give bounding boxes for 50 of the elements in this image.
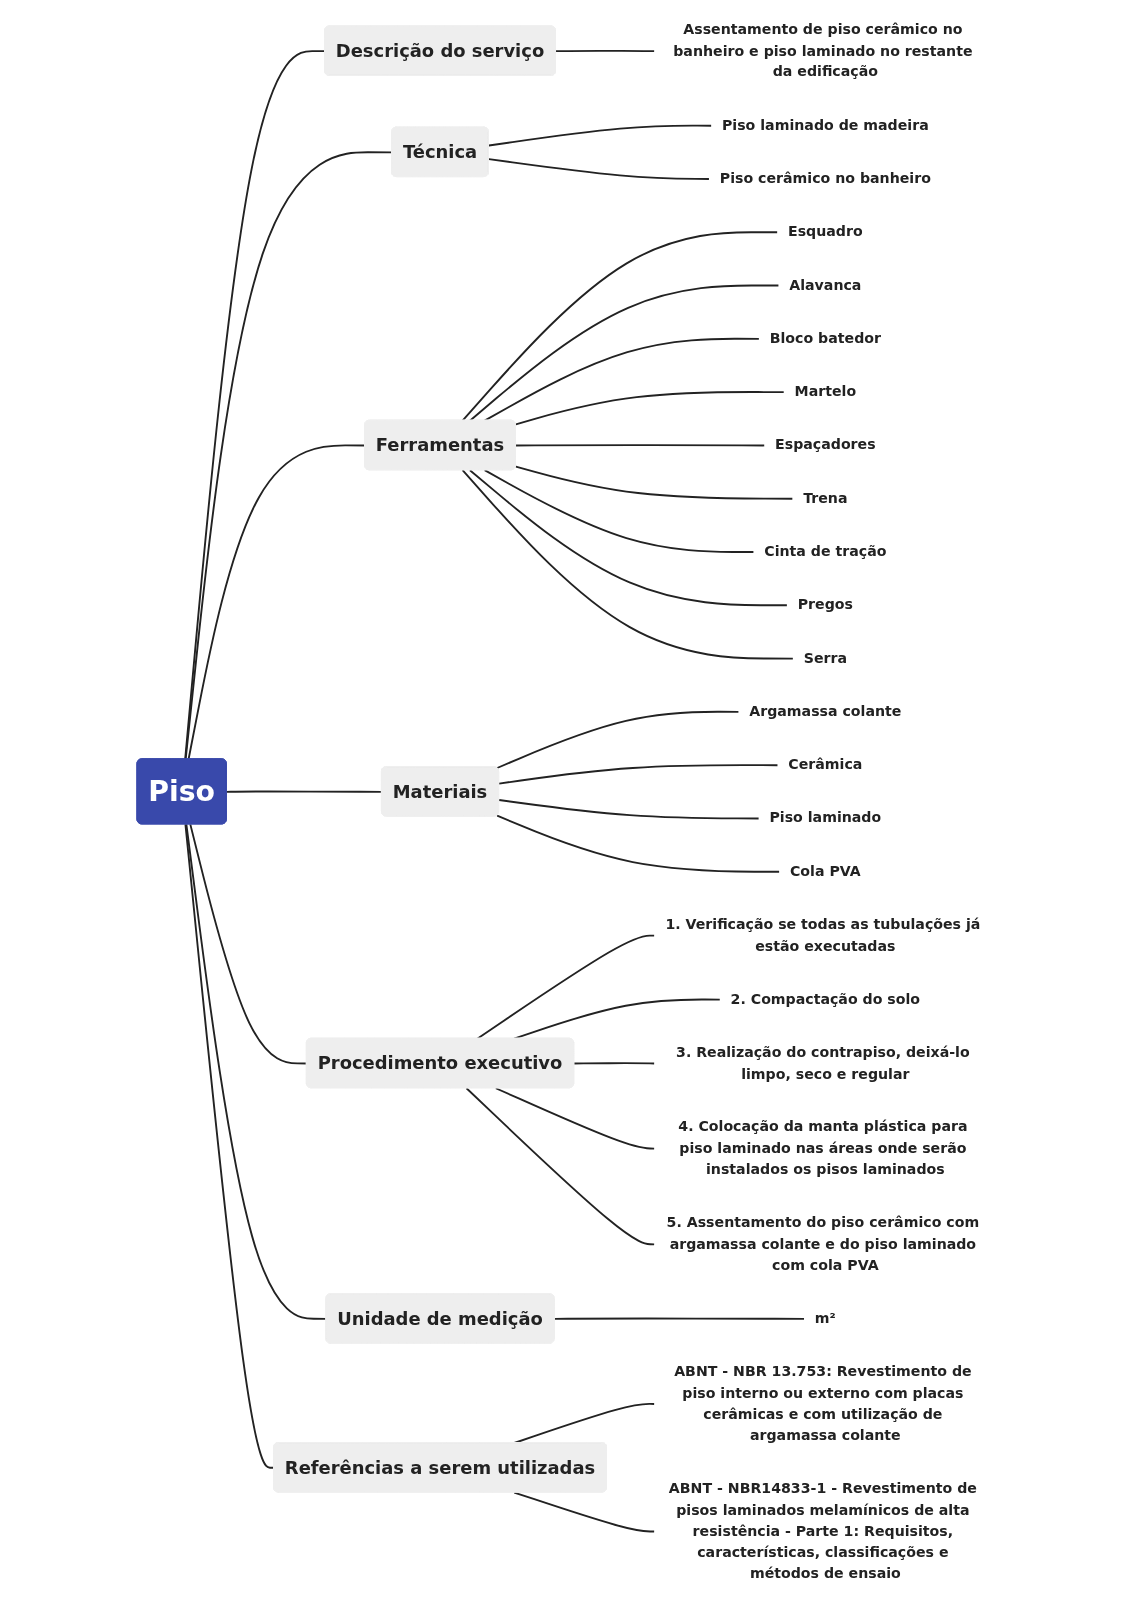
connector [469,469,788,607]
connector [189,823,308,1065]
node-text: 3. Realização do contrapiso, deixá-lo limpo, seco e regular [676,1043,970,1082]
connector [461,469,794,660]
connector [496,710,740,769]
connector [461,231,779,422]
node-text: Alavanca [789,276,862,294]
node-text: 2. Compactação do solo [730,990,921,1008]
connector [488,158,710,180]
connector [555,49,656,53]
connector [494,1087,656,1150]
connector [513,1491,656,1533]
node-text: Bloco batedor [769,329,881,347]
node-text: Martelo [794,382,857,400]
node-text: Cerâmica [788,755,863,773]
node-text: 4. Colocação da manta plástica para piso laminado nas áreas onde serão instalados os pisos laminados [678,1118,968,1178]
node-text: 5. Assentamento do piso cerâmico com argamassa colante e do piso laminado com cola PVA [666,1213,980,1274]
node-text: Espaçadores [775,436,876,454]
node-text: ABNT - NBR 13.753: Revestimento de piso interno ou externo com placas cerâmicas e com utilização de argamassa colante [674,1362,972,1444]
node-text: Serra [803,649,847,667]
connector [498,764,779,785]
connector [515,444,766,447]
node-text: Piso cerâmico no banheiro [719,169,931,187]
connector [513,998,721,1040]
connector [553,1317,805,1320]
connector [225,790,383,793]
node-text: Assentamento de piso cerâmico no banheiro e piso laminado no restante da edificação [673,20,973,81]
node-text: Pregos [797,596,853,614]
node-text: Trena [803,489,848,507]
node-text: Cinta de tração [764,542,887,560]
node-text: Piso laminado de madeira [721,116,929,134]
node-text: ABNT - NBR14833-1 - Revestimento de pisos laminados melamínicos de alta resistência - Parte 1: Requisitos, características, classificações e métodos de ensaio [668,1479,977,1582]
node-text: Argamassa colante [749,702,902,720]
connector [184,823,275,1469]
connector [496,814,781,873]
connector [498,799,760,820]
connector [483,337,760,422]
connector [465,1087,656,1246]
node-text: Esquadro [788,223,863,241]
node-text: m² [814,1309,836,1327]
connector [469,284,780,422]
connector [514,391,785,426]
node-text: Cola PVA [789,862,861,880]
connector [488,124,713,147]
connector [573,1062,656,1065]
connector [514,465,794,500]
connector [476,934,656,1040]
node-text: Piso laminado [769,809,882,827]
connector [483,469,755,553]
node-text: 1. Verificação se todas as tubulações já estão executadas [665,915,981,955]
